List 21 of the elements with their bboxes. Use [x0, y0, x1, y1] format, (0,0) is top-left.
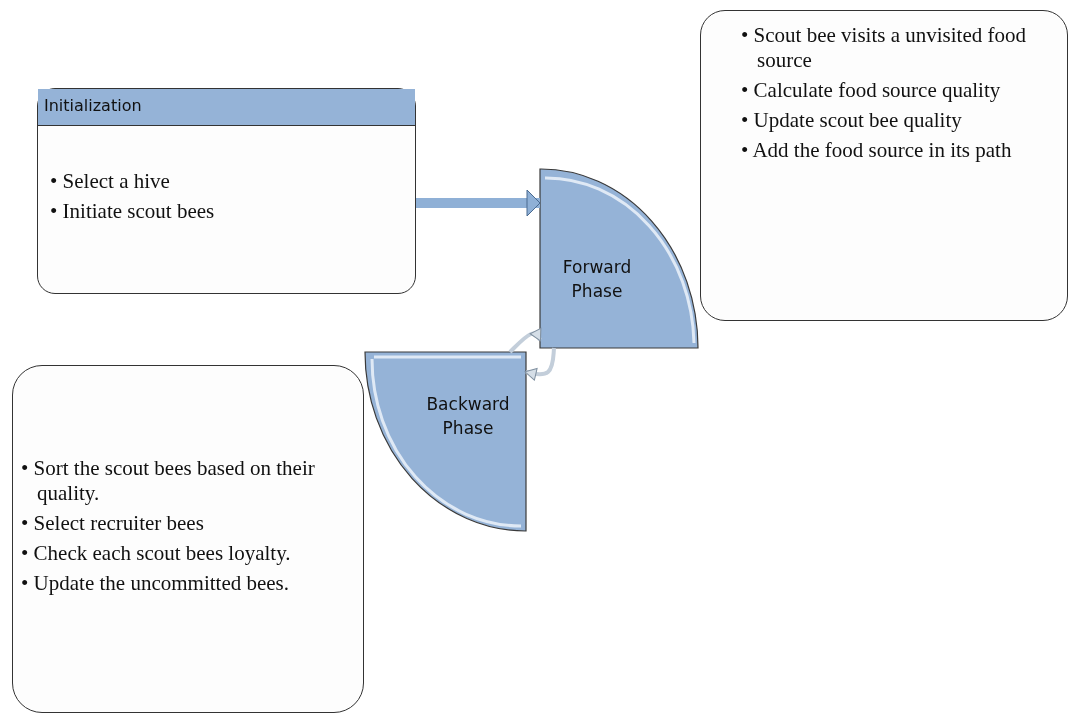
text-panel	[12, 365, 364, 713]
bullet-item: • Scout bee visits a unvisited food source	[741, 23, 1027, 73]
block-arrow	[416, 189, 541, 217]
phase-label: Forward Phase	[561, 256, 633, 303]
bullet-item: • Add the food source in its path	[741, 138, 1013, 163]
bullet-item: • Sort the scout bees based on their quality.	[21, 456, 316, 506]
curved-arrow	[508, 327, 542, 354]
curved-arrow	[524, 347, 556, 381]
bullet-item: • Select a hive	[50, 169, 171, 194]
bullet-item: • Calculate food source quality	[741, 78, 1002, 103]
phase-shape	[365, 352, 526, 531]
text-panel	[37, 88, 416, 294]
text-panel	[700, 10, 1068, 321]
bullet-item: • Update scout bee quality	[741, 108, 963, 133]
bullet-item: • Check each scout bees loyalty.	[21, 541, 292, 566]
bullet-item: • Update the uncommitted bees.	[21, 571, 291, 596]
phase-label: Backward Phase	[425, 393, 511, 440]
header-title: Initialization	[44, 96, 142, 115]
bullet-item: • Select recruiter bees	[21, 511, 205, 536]
phase-shape	[540, 169, 698, 348]
bullet-item: • Initiate scout bees	[50, 199, 216, 224]
